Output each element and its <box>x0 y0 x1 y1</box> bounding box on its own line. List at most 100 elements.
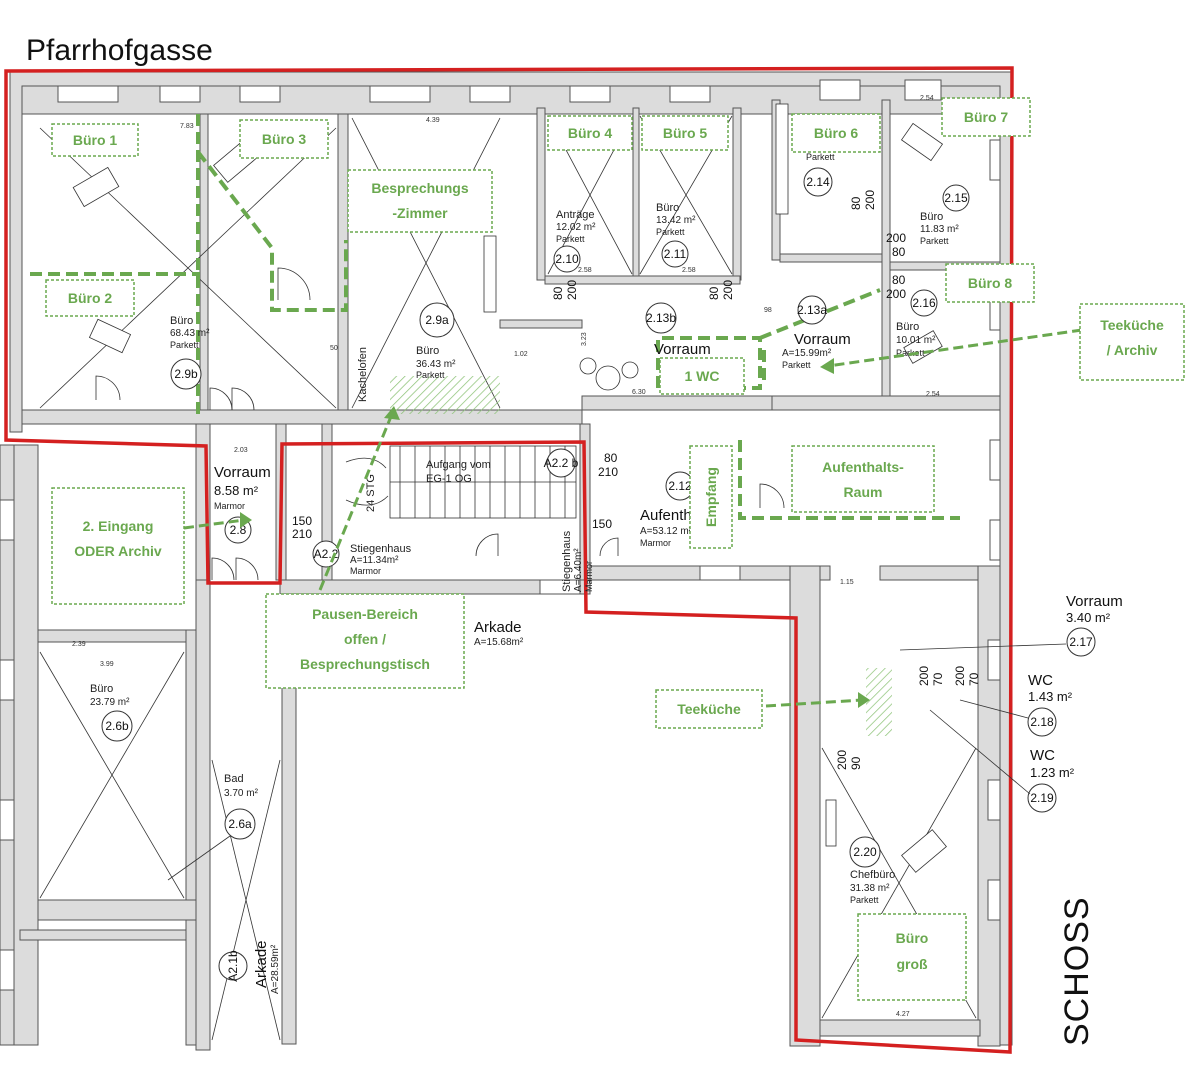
door-dimension: 200 <box>835 750 849 770</box>
room-name: Chefbüro <box>850 869 895 881</box>
room-area: 1.43 m² <box>1028 689 1073 704</box>
label-buero-3: Büro 3 <box>239 119 329 159</box>
svg-text:Empfang: Empfang <box>703 467 719 527</box>
door-dimension: 150 <box>292 514 312 528</box>
room-name: Büro <box>896 321 919 333</box>
dimension: 1.15 <box>840 579 854 586</box>
door-dimension: 80 <box>892 273 906 287</box>
svg-text:Büro: Büro <box>896 930 929 946</box>
dimension: 7.83 <box>180 123 194 130</box>
svg-text:Besprechungstisch: Besprechungstisch <box>300 656 430 672</box>
room-number: 2.14 <box>806 175 830 189</box>
room-area: 3.70 m² <box>224 788 259 799</box>
label-buero-7: Büro 7 <box>941 97 1031 137</box>
room-area: A=15.68m² <box>474 637 524 648</box>
door-dimension: 200 <box>863 190 877 210</box>
room-area: A=28.59m² <box>270 944 281 994</box>
svg-text:Besprechungs: Besprechungs <box>371 180 468 196</box>
dimension: 1.02 <box>514 351 528 358</box>
room-name: Vorraum <box>654 341 711 358</box>
label-buero-2: Büro 2 <box>45 279 135 317</box>
svg-text:/ Archiv: / Archiv <box>1107 342 1158 358</box>
dimension: 4.27 <box>896 1011 910 1018</box>
rental-boundary <box>4 66 1014 1054</box>
room-number: 2.6b <box>105 719 129 733</box>
stove-label: Kachelofen <box>357 347 369 402</box>
door-dimension: 200 <box>953 666 967 686</box>
door-dimension: 200 <box>721 280 735 300</box>
label-aufenthaltsraum: Aufenthalts- Raum <box>791 445 935 513</box>
dimension: 50 <box>330 345 338 352</box>
door-dimension: 80 <box>707 286 721 300</box>
arrow-heads <box>240 358 870 708</box>
room-number: A2.2 b <box>544 456 579 470</box>
room-area: 3.40 m² <box>1066 610 1111 625</box>
room-floor: Parkett <box>782 360 811 370</box>
svg-text:Aufenthalts-: Aufenthalts- <box>822 459 904 475</box>
label-teekueche-archiv: Teeküche / Archiv <box>1079 303 1185 381</box>
label-buero-5: Büro 5 <box>641 115 729 151</box>
room-number: 2.15 <box>944 191 968 205</box>
label-buero-8: Büro 8 <box>945 263 1035 303</box>
staircase-label: Aufgang vom <box>426 459 491 471</box>
dimension: 3.23 <box>581 332 588 346</box>
room-number: 2.13a <box>797 303 827 317</box>
room-floor: Marmor <box>584 561 594 592</box>
room-floor: Parkett <box>850 895 879 905</box>
room-floor: Marmor <box>214 501 245 511</box>
room-area: 11.83 m² <box>920 224 959 235</box>
label-2-eingang: 2. Eingang ODER Archiv <box>51 487 185 605</box>
dimension: 2.54 <box>926 391 940 398</box>
room-name: Büro <box>416 345 439 357</box>
label-besprechungszimmer: Besprechungs -Zimmer <box>347 169 493 233</box>
door-dimension: 90 <box>849 756 863 770</box>
room-floor: Parkett <box>170 340 199 350</box>
kitchen-hatch <box>866 668 892 736</box>
svg-text:-Zimmer: -Zimmer <box>392 205 448 221</box>
room-number: 2.20 <box>853 845 877 859</box>
room-name: WC <box>1030 747 1055 764</box>
room-number: 2.10 <box>555 252 579 266</box>
room-name: Vorraum <box>1066 593 1123 610</box>
room-name: Stiegenhaus <box>350 543 412 555</box>
label-empfang: Empfang <box>689 445 733 549</box>
svg-text:Pausen-Bereich: Pausen-Bereich <box>312 606 418 622</box>
room-floor: Parkett <box>556 234 585 244</box>
room-name: Arkade <box>253 940 270 988</box>
svg-text:Büro 5: Büro 5 <box>663 125 708 141</box>
room-number: 2.8 <box>230 523 247 537</box>
dimension: 3.99 <box>100 661 114 668</box>
svg-text:Büro 3: Büro 3 <box>262 131 307 147</box>
plan-annotations: Kachelofen Aufgang vom EG-1 OG 24 STG 80… <box>72 95 981 1018</box>
room-area: 13.42 m² <box>656 215 696 226</box>
label-buero-1: Büro 1 <box>51 123 139 157</box>
dimension: 2.58 <box>682 267 696 274</box>
room-number: A2.1b <box>226 950 240 982</box>
room-area: 68.43 m² <box>170 328 210 339</box>
dimension: 2.03 <box>234 447 248 454</box>
room-area: 36.43 m² <box>416 359 456 370</box>
label-buero-6: Büro 6 <box>791 113 881 153</box>
leader-lines <box>167 643 1067 881</box>
label-1-wc: 1 WC <box>659 357 745 395</box>
room-number: 2.9a <box>425 313 449 327</box>
svg-text:Teeküche: Teeküche <box>677 701 741 717</box>
door-dimension: 70 <box>931 672 945 686</box>
staircase-label: EG-1 OG <box>426 473 472 485</box>
door-dimension: 80 <box>604 451 618 465</box>
room-name: Büro <box>170 315 193 327</box>
room-floor: Marmor <box>350 566 381 576</box>
svg-text:1 WC: 1 WC <box>685 368 720 384</box>
windows <box>0 79 1001 991</box>
svg-text:Büro 4: Büro 4 <box>568 125 613 141</box>
door-dimension: 80 <box>551 286 565 300</box>
svg-text:offen /: offen / <box>344 631 386 647</box>
room-floor: Parkett <box>416 370 445 380</box>
svg-text:ODER Archiv: ODER Archiv <box>74 543 162 559</box>
door-dimension: 200 <box>565 280 579 300</box>
svg-text:Teeküche: Teeküche <box>1100 317 1164 333</box>
dimension: 6.30 <box>632 389 646 396</box>
room-numbers: 2.9b 2.9a 2.10 2.11 2.14 2.15 2.16 2.13a… <box>101 167 1096 982</box>
room-name: Vorraum <box>794 331 851 348</box>
